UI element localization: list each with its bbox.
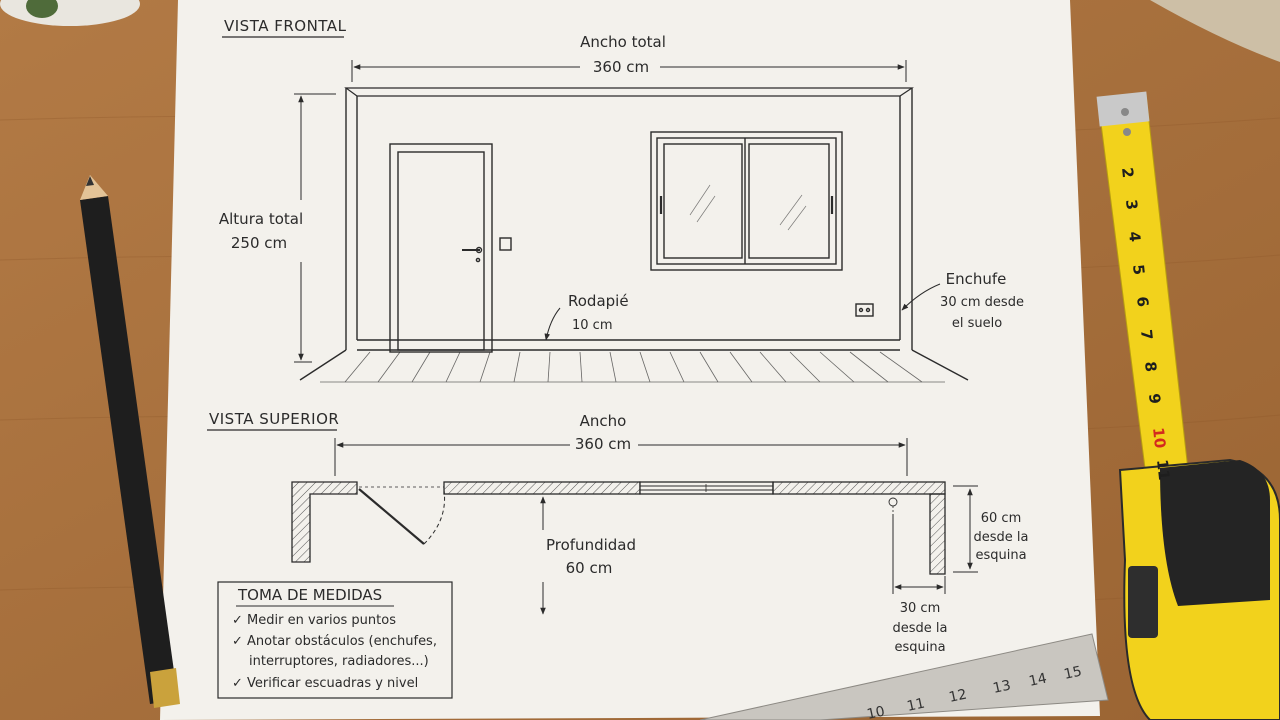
outlet-label: Enchufe xyxy=(946,270,1007,288)
tape-number: 3 xyxy=(1122,199,1141,211)
top-width-label: Ancho xyxy=(580,412,627,430)
outlet-line1: 30 cm desde xyxy=(940,295,1024,310)
tape-number: 2 xyxy=(1118,167,1137,179)
notes-item-2: ✓ Anotar obstáculos (enchufes, xyxy=(232,634,437,649)
ruler-number: 12 xyxy=(948,687,969,706)
tape-number: 11 xyxy=(1153,459,1173,482)
ruler-number: 14 xyxy=(1028,671,1049,690)
paper-sheet xyxy=(160,0,1100,720)
front-height-value: 250 cm xyxy=(231,234,287,252)
ruler-numbers: 10 11 12 13 14 15 xyxy=(866,664,1084,720)
notes-item-3: interruptores, radiadores...) xyxy=(249,654,429,669)
fabric-cloth xyxy=(1150,0,1280,62)
front-view xyxy=(294,60,969,383)
right-dim-line1: desde la xyxy=(974,530,1029,545)
depth-value: 60 cm xyxy=(566,559,613,577)
tape-number: 9 xyxy=(1145,393,1164,405)
front-height-label: Altura total xyxy=(219,210,303,228)
tape-number: 8 xyxy=(1141,361,1160,373)
ruler-number: 13 xyxy=(992,678,1013,697)
tape-number: 7 xyxy=(1137,329,1156,341)
tape-measure xyxy=(1096,91,1280,720)
baseboard-label: Rodapié xyxy=(568,292,629,310)
bottom-dim-line1: desde la xyxy=(893,621,948,636)
pencil xyxy=(80,175,180,708)
front-width-label: Ancho total xyxy=(580,33,666,51)
tape-number: 5 xyxy=(1129,264,1148,276)
front-view-title: VISTA FRONTAL xyxy=(224,17,347,35)
bottom-dim-value: 30 cm xyxy=(900,601,941,616)
right-dim-line2: esquina xyxy=(975,548,1026,563)
outlet-line2: el suelo xyxy=(952,316,1002,331)
notes-box xyxy=(217,581,453,699)
baseboard-value: 10 cm xyxy=(572,318,613,333)
right-dim-value: 60 cm xyxy=(981,511,1022,526)
front-width-value: 360 cm xyxy=(593,58,649,76)
top-width-value: 360 cm xyxy=(575,435,631,453)
ruler-number: 15 xyxy=(1063,664,1084,683)
notes-item-4: ✓ Verificar escuadras y nivel xyxy=(232,676,418,691)
notes-title: TOMA DE MEDIDAS xyxy=(237,586,382,604)
tape-number: 4 xyxy=(1125,231,1144,243)
tape-numbers: 2 3 4 5 6 7 8 9 10 11 xyxy=(1118,167,1173,482)
ruler-number: 10 xyxy=(866,704,887,720)
top-view xyxy=(291,438,978,615)
plant-leaf xyxy=(26,0,58,18)
top-view-title: VISTA SUPERIOR xyxy=(209,410,339,428)
ruler-number: 11 xyxy=(906,696,927,715)
bottom-dim-line2: esquina xyxy=(894,640,945,655)
tape-number: 10 xyxy=(1149,427,1169,450)
tape-number: 6 xyxy=(1133,296,1152,308)
notes-item-1: ✓ Medir en varios puntos xyxy=(232,613,396,628)
metal-ruler xyxy=(699,633,1109,720)
depth-label: Profundidad xyxy=(546,536,636,554)
